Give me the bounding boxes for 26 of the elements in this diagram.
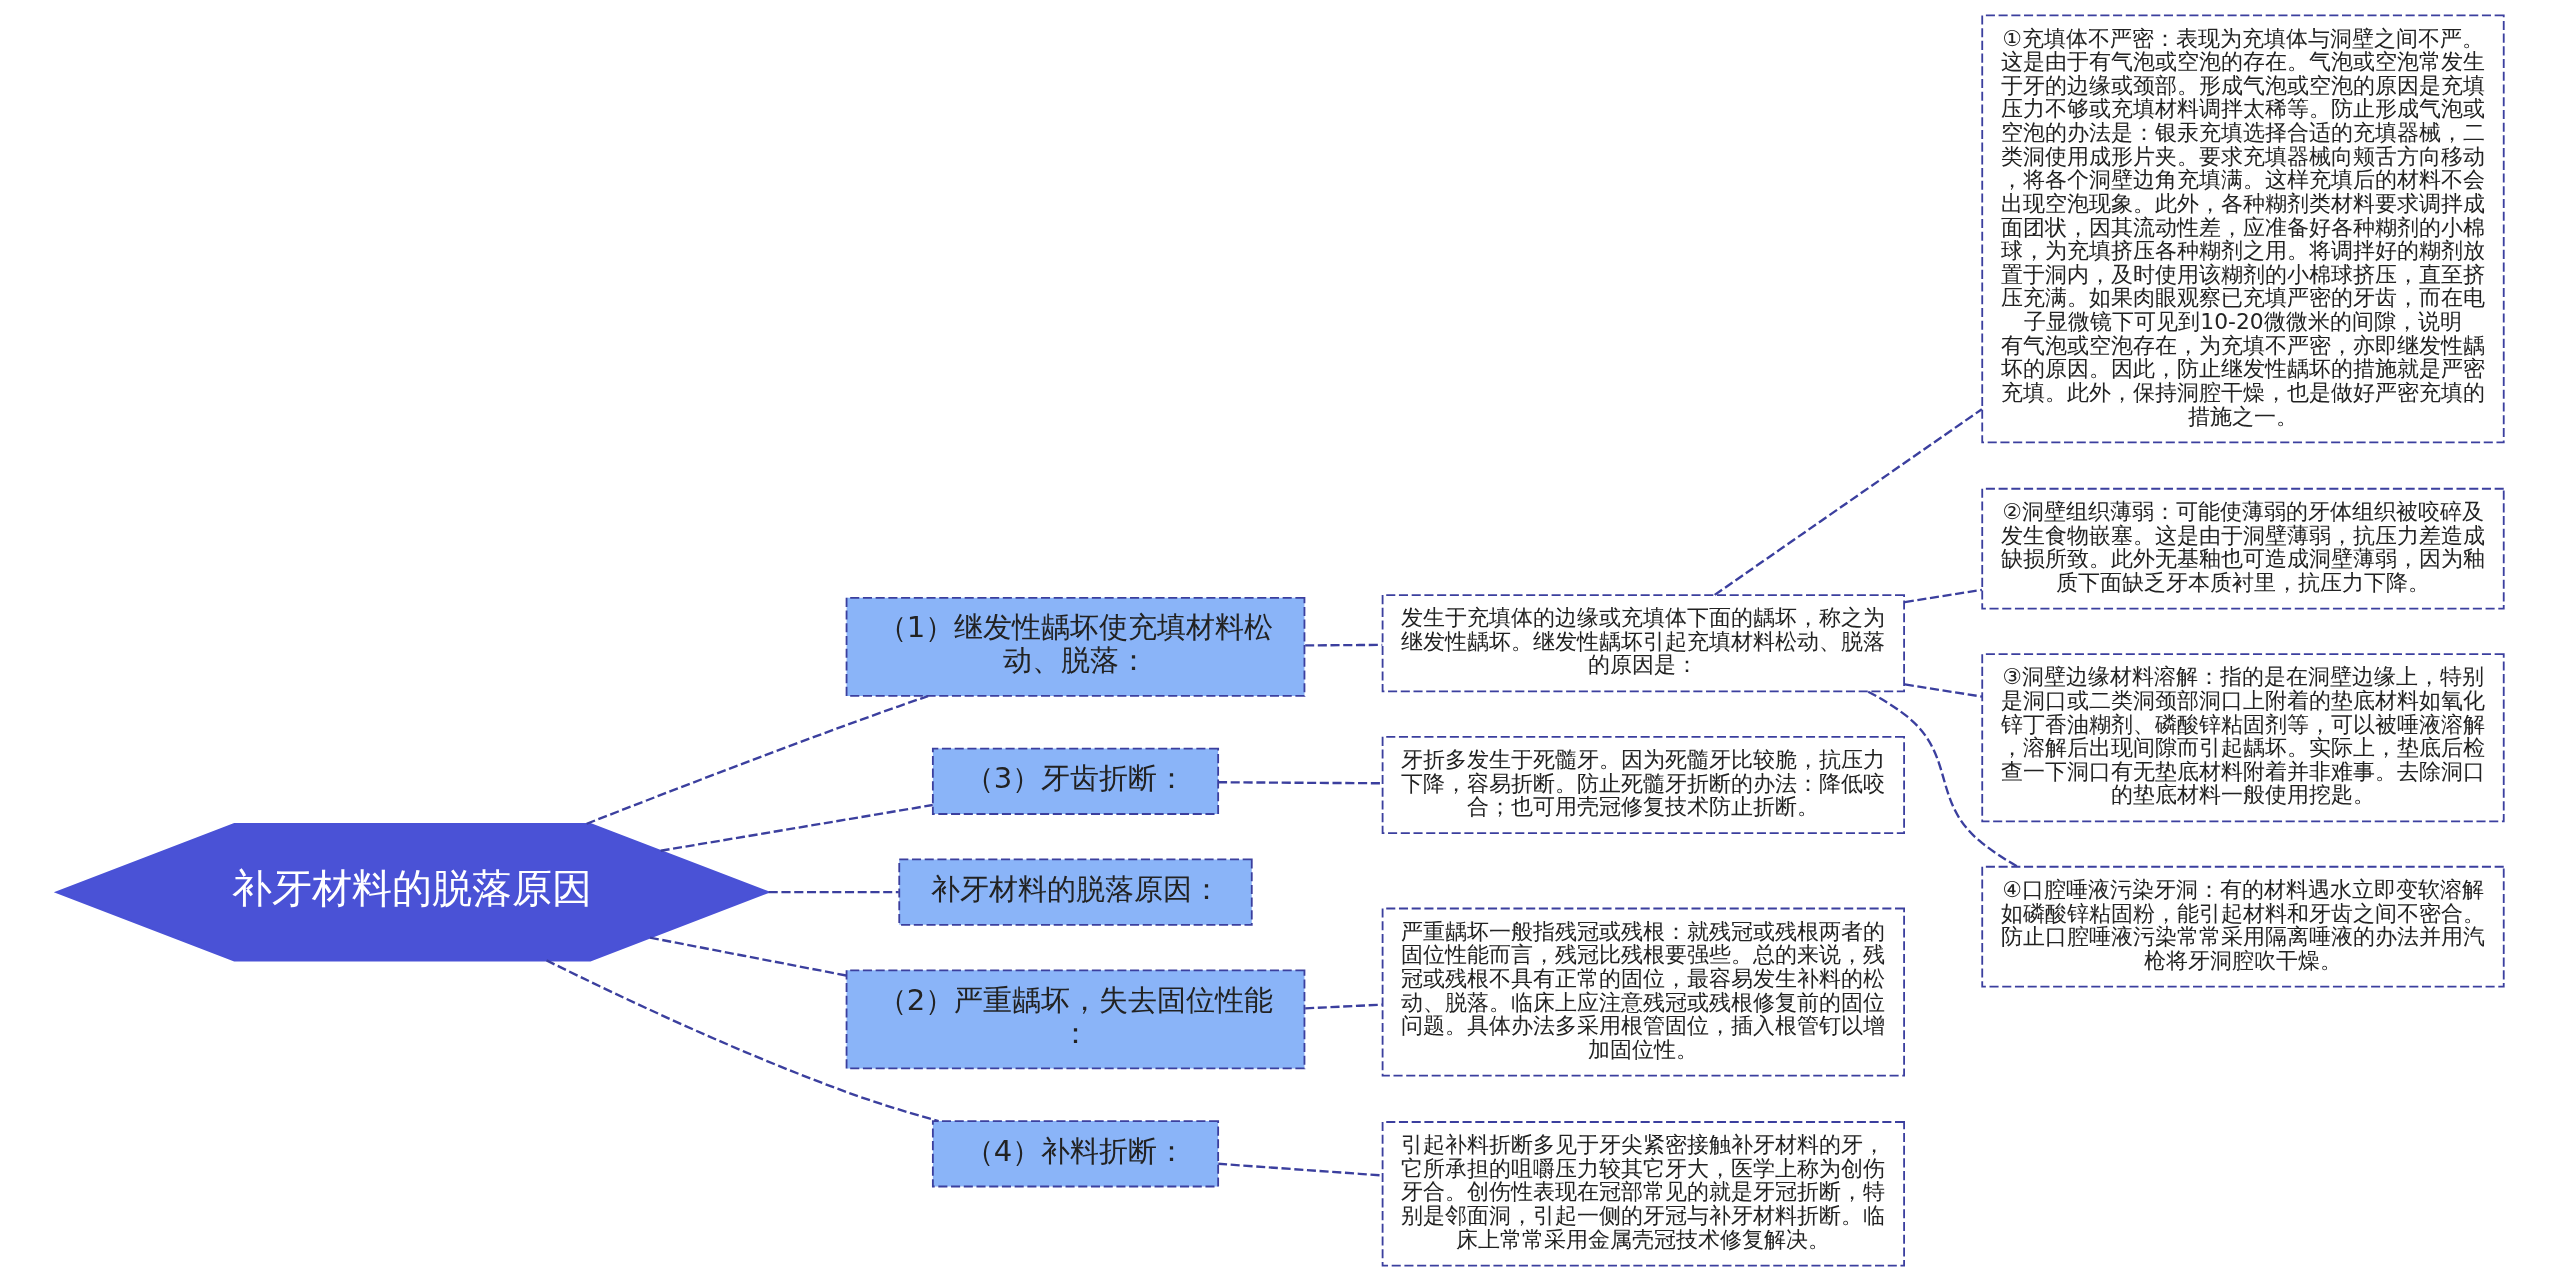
- node-box: ①充填体不严密：表现为充填体与洞壁之间不严。这是由于有气泡或空泡的存在。气泡或空泡常发生于牙的边缘或颈部。形成气泡或空泡的原因是充填压力不够或充填材料调拌太稀等。防止形成气泡或空泡的办法是：银汞充填选择合适的充填器械，二类洞使用成形片夹。要求充填器械向颊舌方向移动，将各个洞壁边角充填满。这样充填后的材料不会出现空泡现象。此外，各种糊剂类材料要求调拌成面团状，因其流动性差，应准备好各种糊剂的小棉球，为充填挤压各种糊剂之用。将调拌好的糊剂放置于洞内，及时使用该糊剂的小棉球挤压，直至挤压充满。如果肉眼观察已充填严密的牙齿，而在电子显微镜下可见到10-20微微米的间隙，说明有气泡或空泡存在，为充填不严密，亦即继发性龋坏的原因。因此，防止继发性龋坏的措施就是严密充填。此外，保持洞腔干燥，也是做好严密充填的措施之一。: [1981, 14, 2505, 444]
- connector: [649, 936, 847, 977]
- node-box: 发生于充填体的边缘或充填体下面的龋坏，称之为继发性龋坏。继发性龋坏引起充填材料松动、脱落的原因是：: [1381, 594, 1905, 693]
- node-box: （2）严重龋坏，失去固位性能：: [845, 969, 1306, 1070]
- node-box: ④口腔唾液污染牙洞：有的材料遇水立即变软溶解如磷酸锌粘固粉，能引起材料和牙齿之间不密合。防止口腔唾液污染常常采用隔离唾液的办法并用汽枪将牙洞腔吹干燥。: [1981, 865, 2505, 988]
- connector: [1305, 1003, 1383, 1010]
- node-box: （1）继发性龋坏使充填材料松动、脱落：: [845, 596, 1306, 697]
- connector: [1218, 1162, 1383, 1177]
- connector: [1218, 781, 1383, 785]
- connector: [768, 891, 899, 894]
- node-box: 引起补料折断多见于牙尖紧密接触补牙材料的牙，它所承担的咀嚼压力较其它牙大，医学上称为创伤牙合。创伤性表现在冠部常见的就是牙冠折断，特别是邻面洞，引起一侧的牙冠与补牙材料折断。临床上常常采用金属壳冠技术修复解决。: [1381, 1121, 1905, 1267]
- connector: [586, 694, 929, 825]
- node-box: 补牙材料的脱落原因：: [898, 858, 1253, 926]
- node-box: 严重龋坏一般指残冠或残根：就残冠或残根两者的固位性能而言，残冠比残根要强些。总的来说，残冠或残根不具有正常的固位，最容易发生补料的松动、脱落。临床上应注意残冠或残根修复前的固位问题。具体办法多采用根管固位，插入根管钉以增加固位性。: [1381, 907, 1905, 1077]
- node-box: （3）牙齿折断：: [931, 747, 1220, 815]
- connector: [1714, 408, 1983, 596]
- connector: [1867, 690, 2018, 868]
- connector: [1305, 643, 1383, 647]
- node-box: 牙折多发生于死髓牙。因为死髓牙比较脆，抗压力下降，容易折断。防止死髓牙折断的办法：降低咬合；也可用壳冠修复技术防止折断。: [1381, 735, 1905, 834]
- node-box: ②洞壁组织薄弱：可能使薄弱的牙体组织被咬碎及发生食物嵌塞。这是由于洞壁薄弱，抗压力差造成缺损所致。此外无基釉也可造成洞壁薄弱，因为釉质下面缺乏牙本质衬里，抗压力下降。: [1981, 487, 2505, 610]
- node-box: （4）补料折断：: [931, 1120, 1220, 1188]
- connector: [660, 803, 933, 852]
- connector: [1904, 683, 1983, 698]
- connector: [546, 959, 939, 1123]
- node-box: ③洞壁边缘材料溶解：指的是在洞壁边缘上，特别是洞口或二类洞颈部洞口上附着的垫底材料如氧化锌丁香油糊剂、磷酸锌粘固剂等，可以被唾液溶解，溶解后出现间隙而引起龋坏。实际上，垫底后检查一下洞口有无垫底材料附着并非难事。去除洞口的垫底材料一般使用挖匙。: [1981, 653, 2505, 823]
- connector: [1904, 588, 1983, 604]
